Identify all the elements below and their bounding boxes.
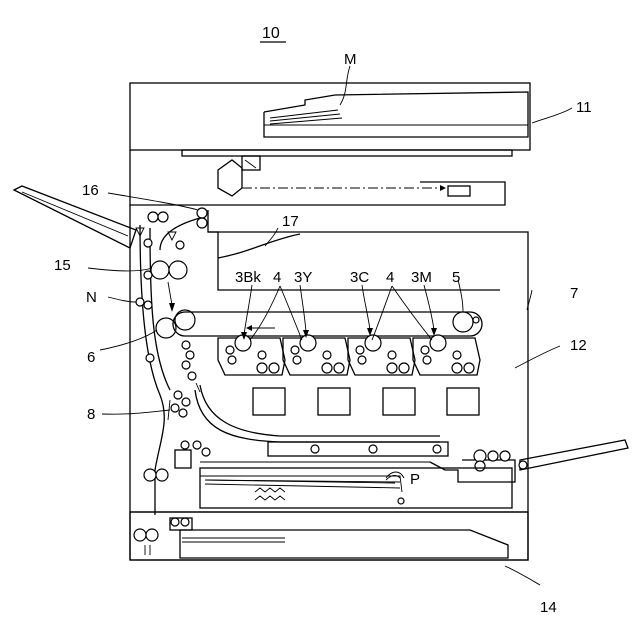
label-4-left: 4 <box>273 269 281 286</box>
label-16: 16 <box>82 182 99 199</box>
main-body <box>130 205 528 560</box>
label-P: P <box>410 471 420 488</box>
image-units <box>218 335 480 415</box>
label-5: 5 <box>452 269 460 286</box>
paper-cassette <box>200 468 512 508</box>
label-3Bk: 3Bk <box>235 269 261 286</box>
label-3Y: 3Y <box>294 269 312 286</box>
label-6: 6 <box>87 349 95 366</box>
scanner-unit <box>130 83 530 205</box>
label-11: 11 <box>576 99 592 116</box>
label-7: 7 <box>570 285 578 302</box>
label-8: 8 <box>87 406 95 423</box>
paper-path <box>134 208 210 555</box>
label-N: N <box>86 289 97 306</box>
output-tray <box>14 186 136 248</box>
label-14: 14 <box>540 599 557 616</box>
transfer-belt <box>173 312 482 336</box>
bottom-cassette <box>130 512 528 560</box>
label-4-right: 4 <box>386 269 394 286</box>
label-M: M <box>344 51 357 68</box>
label-12: 12 <box>570 337 587 354</box>
figure-number: 10 <box>262 25 280 42</box>
label-3C: 3C <box>350 269 369 286</box>
label-3M: 3M <box>411 269 432 286</box>
label-17: 17 <box>282 213 299 230</box>
label-15: 15 <box>54 257 71 274</box>
